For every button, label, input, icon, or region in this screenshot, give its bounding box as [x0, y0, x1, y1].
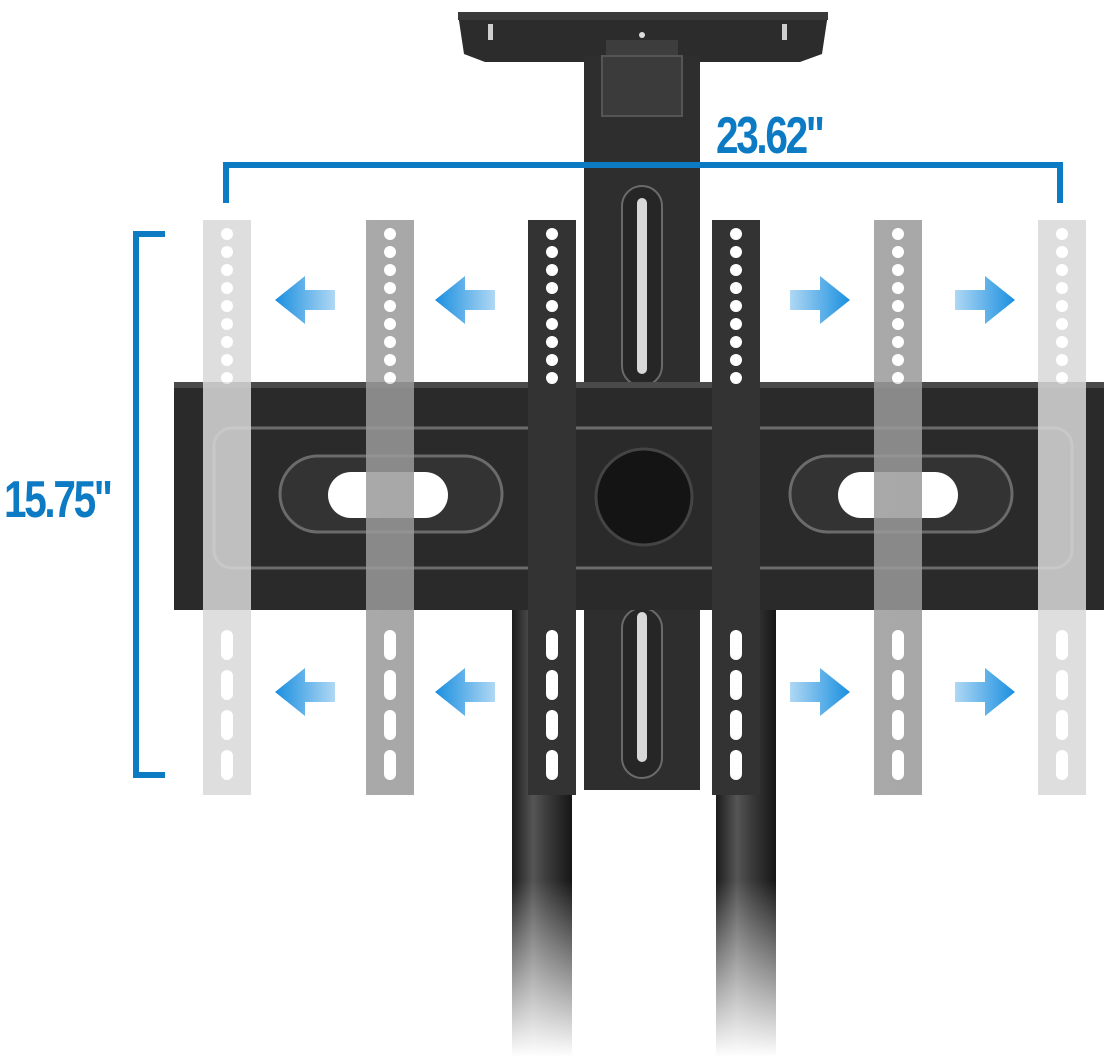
arrow-left-icon	[275, 668, 335, 716]
arrow-left-icon	[435, 276, 495, 324]
bracket-far-right	[1038, 220, 1086, 795]
arrow-left-icon	[275, 276, 335, 324]
pole-fade	[490, 880, 800, 1057]
arrow-left-icon	[435, 668, 495, 716]
bracket-inner-left	[528, 220, 576, 795]
arrow-right-icon	[955, 668, 1015, 716]
height-dimension-label: 15.75"	[4, 471, 113, 529]
arrow-right-icon	[790, 668, 850, 716]
bracket-inner-right	[712, 220, 760, 795]
bracket-far-left	[203, 220, 251, 795]
bracket-mid-right	[874, 220, 922, 795]
horizontal-plate	[174, 382, 1104, 610]
width-dimension-label: 23.62"	[716, 107, 825, 165]
arrow-right-icon	[790, 276, 850, 324]
arrow-right-icon	[955, 276, 1015, 324]
vesa-brackets	[203, 220, 1086, 795]
bracket-mid-left	[366, 220, 414, 795]
width-dimension-line	[223, 162, 1063, 203]
direction-arrows	[275, 276, 1015, 716]
top-shelf-bracket	[458, 12, 828, 62]
height-dimension-line	[133, 231, 165, 778]
